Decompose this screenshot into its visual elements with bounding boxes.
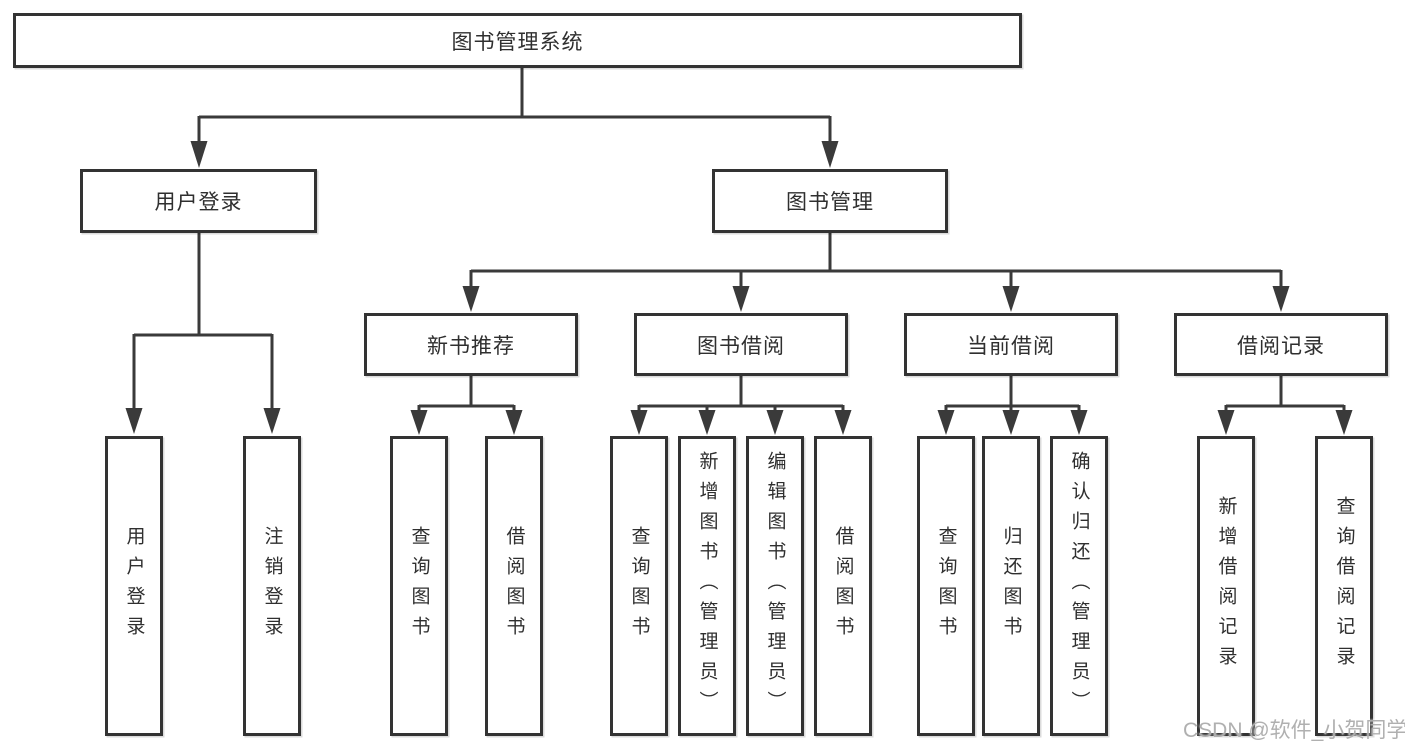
node-borrowing-records: 借阅记录	[1174, 313, 1388, 376]
leaf-label: 查询图书	[408, 526, 430, 646]
leaf-label: 用户登录	[123, 526, 145, 646]
leaf-edit-book-admin: 编辑图书（管理员）	[746, 436, 804, 736]
leaf-confirm-return-admin: 确认归还（管理员）	[1050, 436, 1108, 736]
leaf-label: 归还图书	[1000, 526, 1022, 646]
node-label: 用户登录	[154, 191, 243, 214]
leaf-label: 借阅图书	[503, 526, 525, 646]
leaf-user-login: 用户登录	[105, 436, 163, 736]
leaf-label: 注销登录	[261, 526, 283, 646]
leaf-label: 查询借阅记录	[1333, 496, 1355, 676]
leaf-borrow-books-recommend: 借阅图书	[485, 436, 543, 736]
leaf-query-borrow-record: 查询借阅记录	[1315, 436, 1373, 736]
leaf-query-books-current: 查询图书	[917, 436, 975, 736]
node-label: 图书管理系统	[451, 30, 584, 54]
node-label: 当前借阅	[967, 334, 1055, 358]
leaf-logout: 注销登录	[243, 436, 301, 736]
node-user-login: 用户登录	[80, 169, 317, 233]
leaf-query-books-recommend: 查询图书	[390, 436, 448, 736]
leaf-query-books-borrow: 查询图书	[610, 436, 668, 736]
node-new-book-recommendation: 新书推荐	[364, 313, 578, 376]
leaf-label: 查询图书	[628, 526, 650, 646]
node-label: 借阅记录	[1237, 334, 1325, 358]
leaf-return-book: 归还图书	[982, 436, 1040, 736]
csdn-watermark: CSDN @软件_小贺同学	[1183, 719, 1405, 742]
leaf-borrow-books: 借阅图书	[814, 436, 872, 736]
leaf-add-book-admin: 新增图书（管理员）	[678, 436, 736, 736]
node-label: 图书借阅	[697, 334, 785, 358]
leaf-label: 查询图书	[935, 526, 957, 646]
leaf-add-borrow-record: 新增借阅记录	[1197, 436, 1255, 736]
node-book-management: 图书管理	[712, 169, 948, 233]
leaf-label: 确认归还（管理员）	[1068, 451, 1090, 721]
leaf-label: 借阅图书	[832, 526, 854, 646]
node-library-management-system: 图书管理系统	[13, 13, 1022, 68]
node-label: 图书管理	[786, 191, 874, 214]
node-label: 新书推荐	[427, 334, 515, 358]
node-current-borrowing: 当前借阅	[904, 313, 1118, 376]
leaf-label: 新增借阅记录	[1215, 496, 1237, 676]
leaf-label: 编辑图书（管理员）	[764, 451, 786, 721]
node-book-borrowing: 图书借阅	[634, 313, 848, 376]
leaf-label: 新增图书（管理员）	[696, 451, 718, 721]
